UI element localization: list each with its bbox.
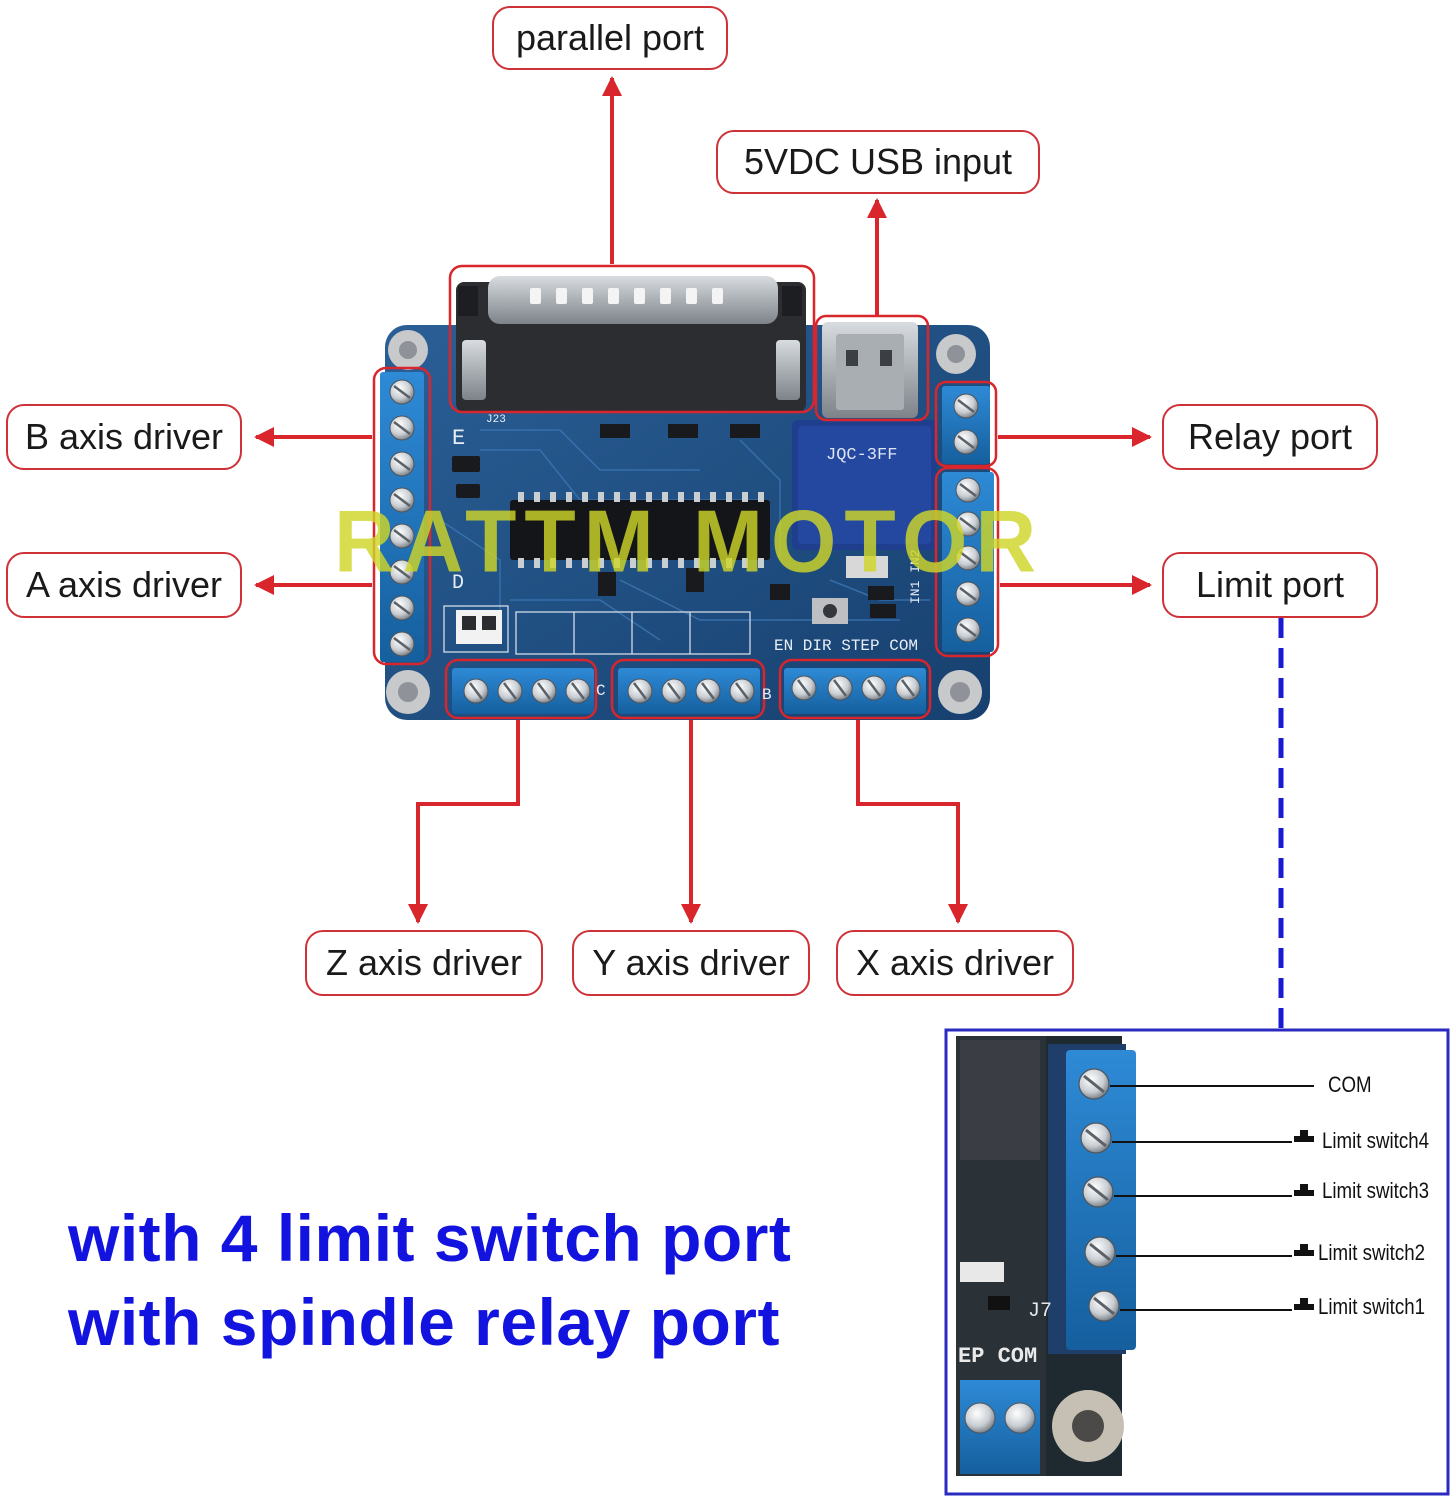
detail-pin-limit-switch3: Limit switch3 bbox=[1322, 1178, 1430, 1203]
relay bbox=[792, 420, 937, 550]
switch-symbols bbox=[1294, 1130, 1314, 1310]
left-terminal-block bbox=[380, 372, 424, 662]
detail-pin-limit-switch4: Limit switch4 bbox=[1322, 1128, 1430, 1153]
callout-y-axis-driver: Y axis driver bbox=[572, 930, 810, 996]
silk-relay-text: JQC-3FF bbox=[826, 446, 898, 465]
silk-pin-row: EN DIR STEP COM bbox=[774, 637, 919, 655]
watermark-text: RATTM MOTOR bbox=[334, 491, 1045, 591]
callout-a-axis-driver: A axis driver bbox=[6, 552, 242, 618]
ic-chip bbox=[510, 492, 770, 568]
detail-pin-limit-switch1: Limit switch1 bbox=[1318, 1294, 1426, 1319]
limit-terminal-block bbox=[942, 472, 994, 652]
callout-limit-port: Limit port bbox=[1162, 552, 1378, 618]
silk-label-b: B bbox=[762, 686, 772, 704]
mounting-holes bbox=[386, 330, 982, 714]
highlight-boxes bbox=[372, 264, 1000, 720]
db25-connector bbox=[456, 276, 806, 412]
relay-terminal-block bbox=[942, 386, 990, 464]
feature-line-limit: with 4 limit switch port bbox=[68, 1201, 792, 1275]
callout-b-axis-driver: B axis driver bbox=[6, 404, 242, 470]
callout-x-axis-driver: X axis driver bbox=[836, 930, 1074, 996]
silk-label-j23: J23 bbox=[486, 414, 506, 426]
callout-parallel-port: parallel port bbox=[492, 6, 728, 70]
detail-inset bbox=[944, 1028, 1450, 1496]
detail-j7-label: J7 bbox=[1028, 1300, 1053, 1323]
silk-label-c: C bbox=[596, 682, 606, 700]
callout-usb-input: 5VDC USB input bbox=[716, 130, 1040, 194]
bottom-terminal-blocks bbox=[452, 668, 926, 714]
smd-components bbox=[452, 424, 896, 644]
silk-label-d: D bbox=[452, 572, 465, 595]
usb-connector bbox=[822, 322, 918, 418]
callout-z-axis-driver: Z axis driver bbox=[305, 930, 543, 996]
callout-arrows bbox=[254, 76, 1152, 924]
silk-label-e: E bbox=[452, 426, 466, 451]
pcb-board bbox=[380, 276, 994, 720]
detail-pin-com: COM bbox=[1328, 1072, 1372, 1097]
detail-pin-limit-switch2: Limit switch2 bbox=[1318, 1240, 1426, 1265]
callout-relay-port: Relay port bbox=[1162, 404, 1378, 470]
detail-corner-text: EP COM bbox=[958, 1344, 1038, 1369]
feature-line-relay: with spindle relay port bbox=[68, 1285, 780, 1359]
